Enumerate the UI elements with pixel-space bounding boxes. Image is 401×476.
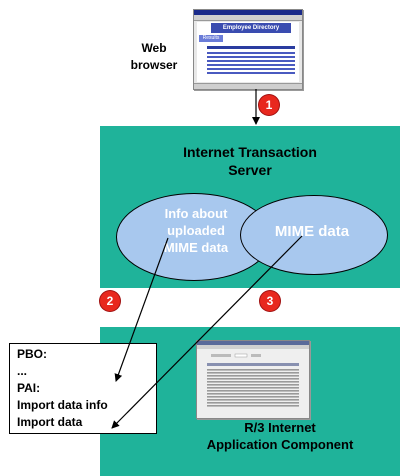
its-title: Internet Transaction Server [100, 143, 400, 179]
table-row [207, 52, 295, 54]
r3-title: R/3 Internet Application Component [170, 419, 390, 453]
r3-screenshot [196, 340, 310, 419]
r3-title-line2: Application Component [206, 437, 354, 452]
table-row [207, 399, 299, 401]
its-title-line1: Internet Transaction [183, 144, 317, 160]
r3-table [207, 353, 299, 407]
step-1-badge: 1 [259, 95, 279, 115]
table-row [207, 64, 295, 66]
table-row [207, 387, 299, 389]
step-3-badge: 3 [260, 291, 280, 311]
r3-table-header [207, 363, 299, 366]
table-row [207, 372, 299, 374]
web-browser-label-line1: Web [141, 41, 167, 55]
browser-title-bar [194, 10, 302, 15]
its-title-line2: Server [228, 162, 272, 178]
table-row [207, 72, 295, 74]
code-line: Import data [17, 415, 83, 429]
table-row [207, 378, 299, 380]
abap-code-box: PBO: ... PAI: Import data info Import da… [9, 343, 157, 434]
r3-field [251, 354, 261, 357]
table-row [207, 369, 299, 371]
code-line: PBO: [17, 347, 47, 361]
table-row [207, 393, 299, 395]
table-row [207, 390, 299, 392]
ellipse-left-line: Info about [164, 206, 228, 221]
table-row [207, 381, 299, 383]
table-row [207, 402, 299, 404]
browser-page: Employee Directory Results [197, 22, 299, 82]
ellipse-left-line: MIME data [163, 240, 229, 255]
table-row [207, 384, 299, 386]
table-row [207, 56, 295, 58]
code-line: ... [17, 364, 28, 378]
browser-screenshot: Employee Directory Results [193, 9, 303, 90]
r3-field [234, 353, 248, 358]
browser-status-bar [194, 83, 302, 89]
info-about-uploaded-mime-text: Info about uploaded MIME data [150, 205, 242, 256]
browser-toolbar [194, 15, 302, 21]
r3-title-line1: R/3 Internet [244, 420, 316, 435]
web-browser-label-line2: browser [130, 58, 178, 72]
mime-data-text: MIME data [274, 223, 350, 240]
table-row [207, 405, 299, 407]
table-row [207, 68, 295, 70]
table-row [207, 375, 299, 377]
web-browser-label: Web browser [124, 40, 184, 74]
r3-field [211, 354, 231, 357]
table-header [207, 46, 295, 49]
directory-banner: Employee Directory [211, 23, 291, 33]
ellipse-left-line: uploaded [167, 223, 225, 238]
table-row [207, 60, 295, 62]
table-row [207, 396, 299, 398]
code-line: Import data info [17, 398, 108, 412]
directory-table [207, 46, 295, 74]
step-2-badge: 2 [100, 291, 120, 311]
results-tab: Results [199, 35, 223, 42]
code-line: PAI: [17, 381, 41, 395]
